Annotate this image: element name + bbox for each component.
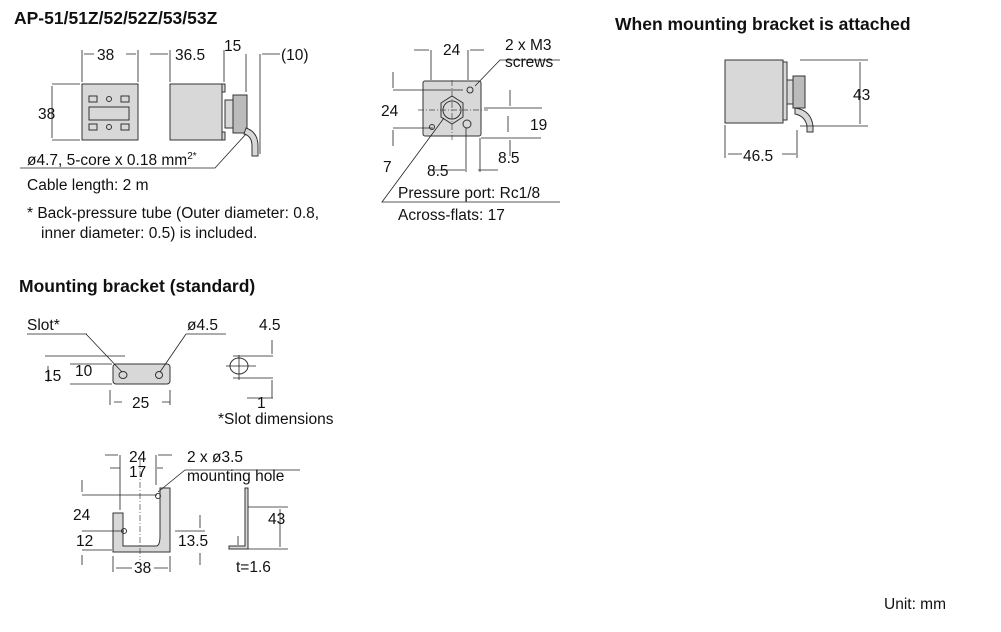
bracket-dim-24-left: 24 [73, 507, 91, 524]
screws-label-line2: screws [505, 54, 553, 71]
cable-spec: ø4.7, 5-core x 0.18 mm2* [27, 151, 197, 169]
dim-height: 38 [38, 106, 55, 123]
note-line2: inner diameter: 0.5) is included. [41, 225, 257, 242]
dim-8-5-vertical: 8.5 [498, 150, 520, 167]
slot-label: Slot* [27, 317, 60, 334]
sensor-front-view [51, 50, 139, 141]
bracket-side-view [228, 487, 288, 550]
attached-dim-43: 43 [853, 87, 870, 104]
hole-diameter: ø4.5 [187, 317, 218, 334]
bracket-dim-13-5: 13.5 [178, 533, 208, 550]
attached-title: When mounting bracket is attached [615, 14, 911, 34]
dim-cable: (10) [281, 47, 309, 64]
bracket-dim-25: 25 [132, 395, 149, 412]
model-title: AP-51/51Z/52/52Z/53/53Z [14, 8, 218, 28]
sensor-back-view [381, 49, 560, 203]
bracket-dim-17: 17 [129, 464, 146, 481]
bracket-dim-12: 12 [76, 533, 93, 550]
slot-detail [226, 340, 273, 399]
sensor-side-view [20, 50, 280, 169]
slot-caption: *Slot dimensions [218, 411, 334, 428]
mounting-holes-line2: mounting hole [187, 468, 284, 485]
pressure-port-label: Pressure port: Rc1/8 [398, 185, 540, 202]
dim-24-top: 24 [443, 42, 461, 59]
dim-fitting: 15 [224, 38, 241, 55]
dim-7: 7 [383, 159, 392, 176]
across-flats-label: Across-flats: 17 [398, 207, 505, 224]
cable-length: Cable length: 2 m [27, 177, 149, 194]
screws-label-line1: 2 x M3 [505, 37, 552, 54]
bracket-title: Mounting bracket (standard) [19, 276, 255, 296]
unit-label: Unit: mm [884, 596, 946, 613]
dim-width: 38 [97, 47, 114, 64]
bracket-front-view [81, 454, 300, 572]
bracket-attached-view [724, 59, 868, 158]
slot-dim-4-5: 4.5 [259, 317, 281, 334]
bracket-dim-38: 38 [134, 560, 151, 577]
bracket-dim-43: 43 [268, 511, 285, 528]
bracket-dim-10: 10 [75, 363, 93, 380]
bracket-dim-15: 15 [44, 368, 61, 385]
dim-depth: 36.5 [175, 47, 205, 64]
bracket-dim-24-top: 24 [129, 449, 147, 466]
note-line1: * Back-pressure tube (Outer diameter: 0.… [27, 205, 319, 222]
dim-24-left: 24 [381, 103, 399, 120]
dim-8-5-horizontal: 8.5 [427, 163, 449, 180]
dim-19: 19 [530, 117, 547, 134]
bracket-top-view [27, 333, 226, 405]
attached-dim-46-5: 46.5 [743, 148, 773, 165]
slot-dim-1: 1 [257, 395, 266, 412]
mounting-holes-line1: 2 x ø3.5 [187, 449, 243, 466]
bracket-thickness: t=1.6 [236, 559, 271, 576]
